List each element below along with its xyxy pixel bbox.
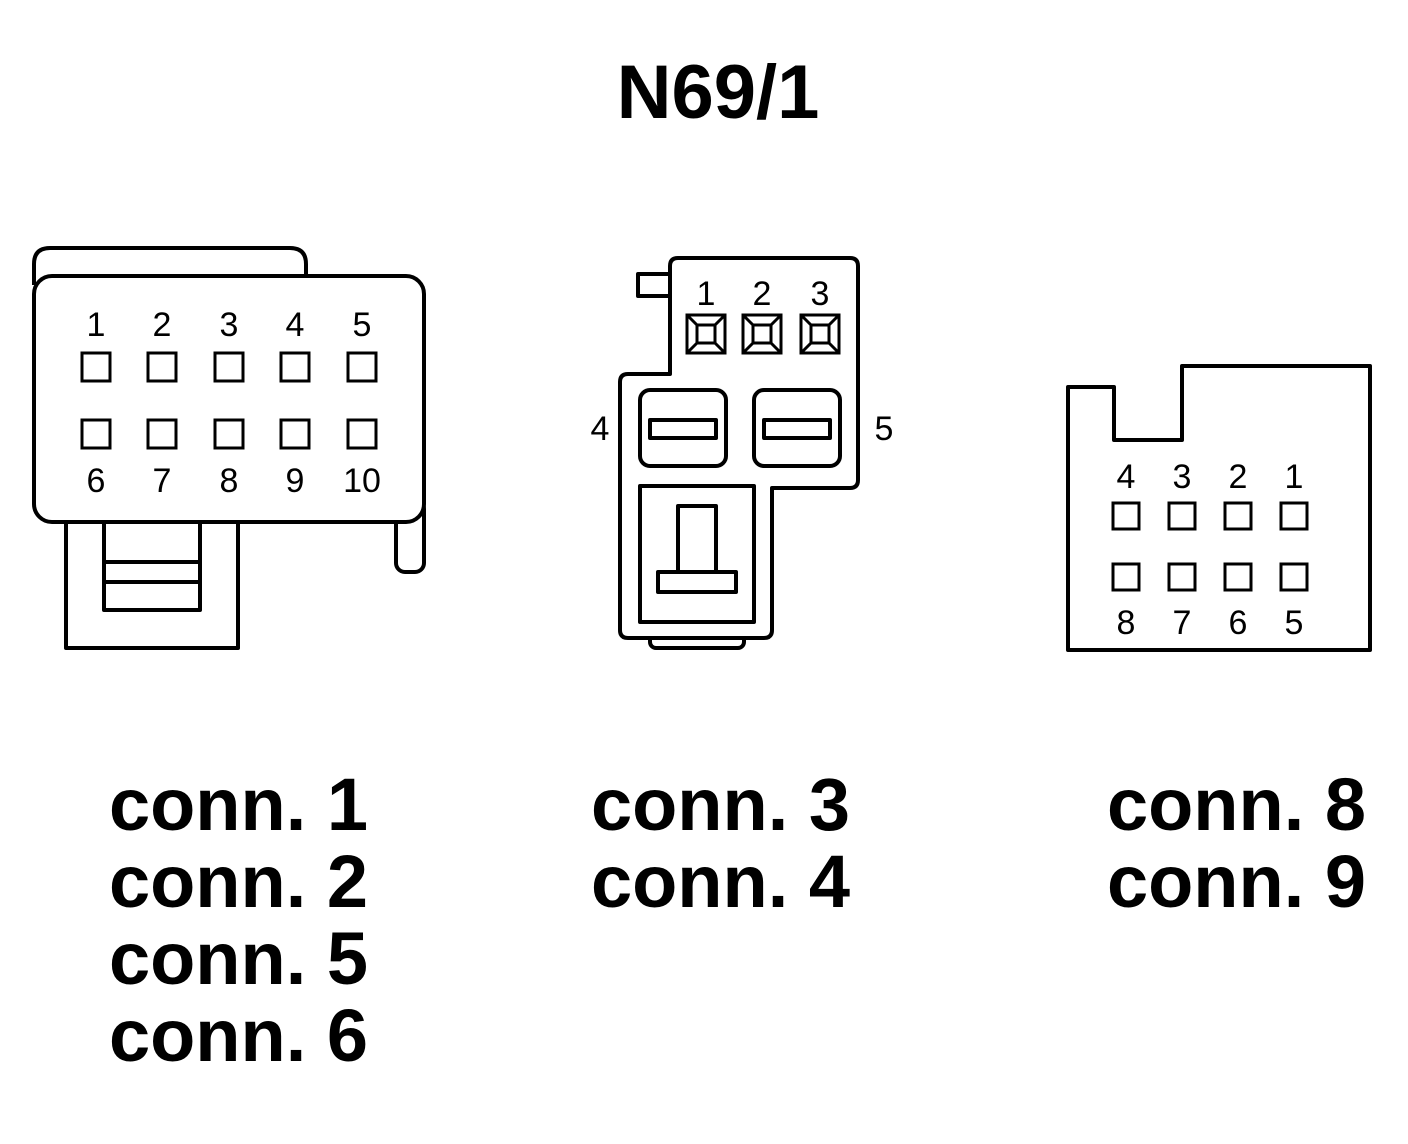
connector-left-label-1: conn. 1 — [109, 763, 368, 846]
connector-left-pin-7 — [146, 418, 178, 450]
connector-middle-pin-1 — [685, 313, 727, 355]
connector-left-label-3: conn. 5 — [109, 917, 368, 1000]
connector-left-pin-label-6: 6 — [87, 462, 106, 500]
connector-middle-pin-5-blade — [762, 418, 832, 440]
connector-left-pin-10 — [346, 418, 378, 450]
connector-left-body — [32, 274, 426, 524]
connector-left-pin-8 — [213, 418, 245, 450]
connector-left-pin-label-10: 10 — [343, 462, 381, 500]
connector-right-pin-4 — [1111, 501, 1141, 531]
connector-middle-latch-bar — [656, 570, 738, 594]
diagram-title: N69/1 — [617, 50, 820, 135]
connector-right-label-2: conn. 9 — [1107, 840, 1366, 923]
connector-middle-pin-label-2: 2 — [753, 275, 772, 313]
connector-middle-label-1: conn. 3 — [591, 763, 850, 846]
connector-right-pin-8 — [1111, 562, 1141, 592]
connector-right-pin-label-4: 4 — [1117, 458, 1136, 496]
connector-left-pin-4 — [279, 351, 311, 383]
connector-middle-pin-label-4: 4 — [591, 410, 610, 448]
connector-middle-pin-label-5: 5 — [875, 410, 894, 448]
connector-right-pin-5 — [1279, 562, 1309, 592]
connector-left-pin-label-4: 4 — [286, 306, 305, 344]
connector-left-pin-label-5: 5 — [353, 306, 372, 344]
connector-left-pin-3 — [213, 351, 245, 383]
connector-left-pin-6 — [80, 418, 112, 450]
connector-right-pin-label-8: 8 — [1117, 604, 1136, 642]
connector-left-pin-2 — [146, 351, 178, 383]
connector-right-pin-label-7: 7 — [1173, 604, 1192, 642]
connector-right-pin-label-2: 2 — [1229, 458, 1248, 496]
connector-right-pin-6 — [1223, 562, 1253, 592]
connector-right-pin-7 — [1167, 562, 1197, 592]
connector-middle-pin-label-3: 3 — [811, 275, 830, 313]
connector-left-pin-9 — [279, 418, 311, 450]
connector-left-label-4: conn. 6 — [109, 994, 368, 1077]
connector-right-pin-label-1: 1 — [1285, 458, 1304, 496]
connector-right-pin-1 — [1279, 501, 1309, 531]
connector-middle-tab — [636, 272, 672, 298]
connector-left-pin-label-9: 9 — [286, 462, 305, 500]
connector-middle-latch-stem — [676, 504, 718, 574]
connector-right-pin-3 — [1167, 501, 1197, 531]
connector-middle-pin-label-1: 1 — [697, 275, 716, 313]
connector-right-label-1: conn. 8 — [1107, 763, 1366, 846]
connector-middle-pin-3 — [799, 313, 841, 355]
connector-left-pin-5 — [346, 351, 378, 383]
connector-left-pin-label-3: 3 — [220, 306, 239, 344]
connector-left-pin-label-7: 7 — [153, 462, 172, 500]
connector-left: 1 2 3 4 5 6 7 8 9 10 — [32, 246, 426, 650]
connector-middle-pin-2 — [741, 313, 783, 355]
connector-left-pin-label-8: 8 — [220, 462, 239, 500]
connector-left-pin-label-1: 1 — [87, 306, 106, 344]
connector-right-pin-label-6: 6 — [1229, 604, 1248, 642]
connector-left-label-2: conn. 2 — [109, 840, 368, 923]
connector-right-pin-2 — [1223, 501, 1253, 531]
connector-left-pin-label-2: 2 — [153, 306, 172, 344]
connector-middle-pin-4-blade — [648, 418, 718, 440]
connector-right-pin-label-3: 3 — [1173, 458, 1192, 496]
connector-middle-label-2: conn. 4 — [591, 840, 850, 923]
connector-left-pin-1 — [80, 351, 112, 383]
connector-right-pin-label-5: 5 — [1285, 604, 1304, 642]
